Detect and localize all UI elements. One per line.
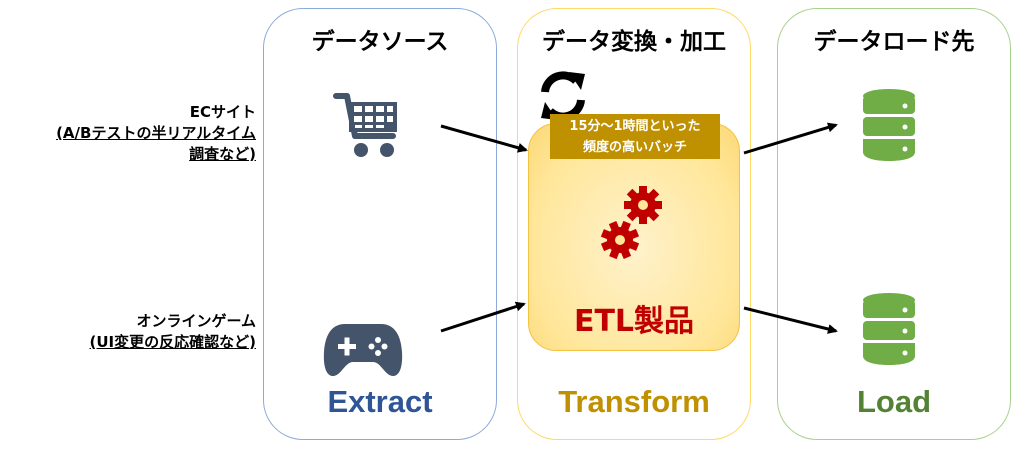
transform-label: Transform bbox=[558, 384, 710, 419]
extract-label: Extract bbox=[327, 384, 433, 419]
load-label: Load bbox=[856, 384, 932, 419]
database-icon bbox=[863, 293, 915, 365]
source-panel bbox=[263, 8, 497, 440]
gears-icon bbox=[600, 186, 662, 260]
destination-panel bbox=[777, 8, 1011, 440]
source-name: オンラインゲーム bbox=[136, 312, 256, 330]
batch-line: 頻度の高いバッチ bbox=[582, 140, 687, 155]
source-label-ec: ECサイト (A/Bテストの半リアルタイム 調査など) bbox=[56, 102, 256, 165]
arrow-etl-to-db2 bbox=[743, 306, 838, 334]
batch-line: 15分～1時間といった bbox=[569, 119, 701, 134]
etl-product-label: ETL製品 bbox=[573, 304, 695, 339]
database-icon bbox=[863, 89, 915, 161]
source-heading: データソース bbox=[311, 29, 449, 55]
arrow-game-to-etl bbox=[440, 301, 526, 333]
source-name: ECサイト bbox=[189, 103, 256, 121]
arrow-etl-to-db1 bbox=[743, 122, 838, 155]
shopping-cart-icon bbox=[333, 93, 397, 157]
source-detail: (UI変更の反応確認など) bbox=[89, 333, 256, 351]
batch-frequency-label: 15分～1時間といった 頻度の高いバッチ bbox=[550, 114, 720, 159]
transform-heading: データ変換・加工 bbox=[542, 29, 726, 55]
source-detail: 調査など) bbox=[189, 145, 256, 163]
source-detail: (A/Bテストの半リアルタイム bbox=[56, 124, 256, 142]
arrow-ec-to-etl bbox=[440, 124, 528, 153]
gamepad-icon bbox=[323, 324, 403, 376]
source-label-game: オンラインゲーム (UI変更の反応確認など) bbox=[90, 311, 256, 353]
destination-heading: データロード先 bbox=[813, 29, 975, 55]
